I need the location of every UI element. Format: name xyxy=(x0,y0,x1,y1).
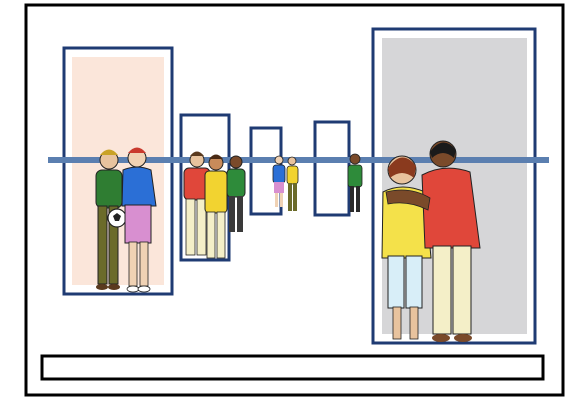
mid-doorway-3 xyxy=(315,122,349,215)
horizon-line xyxy=(48,157,549,163)
caption-box xyxy=(42,356,543,379)
soccer-ball-icon xyxy=(108,209,126,227)
